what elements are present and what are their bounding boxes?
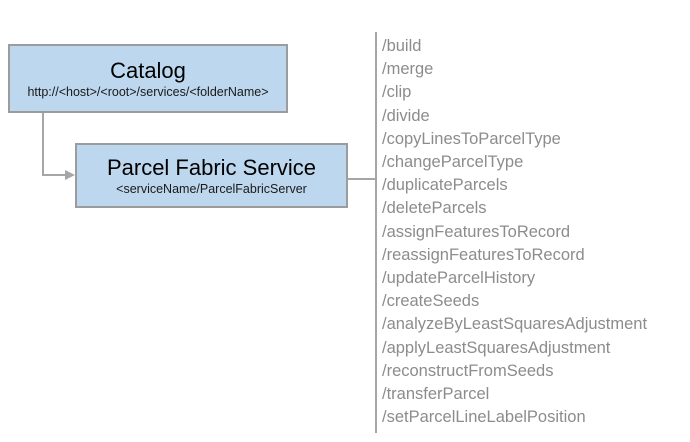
operation-item: /reassignFeaturesToRecord	[382, 245, 585, 264]
operation-item: /clip	[382, 83, 412, 102]
operation-item: /applyLeastSquaresAdjustment	[382, 338, 611, 357]
operation-item: /updateParcelHistory	[382, 269, 536, 288]
parcel-fabric-service-node: Parcel Fabric Service <serviceName/Parce…	[75, 143, 348, 208]
connector-catalog-horizontal-line	[42, 174, 67, 176]
connector-catalog-vertical-line	[42, 113, 44, 176]
catalog-node: Catalog http://<host>/<root>/services/<f…	[8, 44, 288, 113]
operation-item: /deleteParcels	[382, 199, 487, 218]
operation-item: /createSeeds	[382, 292, 480, 311]
operation-item: /assignFeaturesToRecord	[382, 222, 571, 241]
operations-divider-line	[375, 32, 377, 433]
catalog-title: Catalog	[110, 58, 186, 83]
connector-service-to-operations-line	[348, 178, 375, 180]
service-title: Parcel Fabric Service	[106, 155, 317, 180]
operation-item: /analyzeByLeastSquaresAdjustment	[382, 315, 648, 334]
operation-item: /divide	[382, 106, 430, 125]
operations-list: /build/merge/clip/divide/copyLinesToParc…	[382, 35, 647, 429]
operation-item: /transferParcel	[382, 385, 490, 404]
operation-item: /setParcelLineLabelPosition	[382, 408, 586, 427]
arrowhead-right-icon	[65, 170, 75, 180]
operation-item: /copyLinesToParcelType	[382, 129, 561, 148]
operation-item: /merge	[382, 60, 434, 79]
operation-item: /duplicateParcels	[382, 176, 508, 195]
operation-item: /reconstructFromSeeds	[382, 361, 554, 380]
operation-item: /changeParcelType	[382, 153, 524, 172]
operation-item: /build	[382, 37, 422, 55]
catalog-url: http://<host>/<root>/services/<folderNam…	[27, 85, 269, 99]
service-url: <serviceName/ParcelFabricServer	[116, 182, 307, 196]
